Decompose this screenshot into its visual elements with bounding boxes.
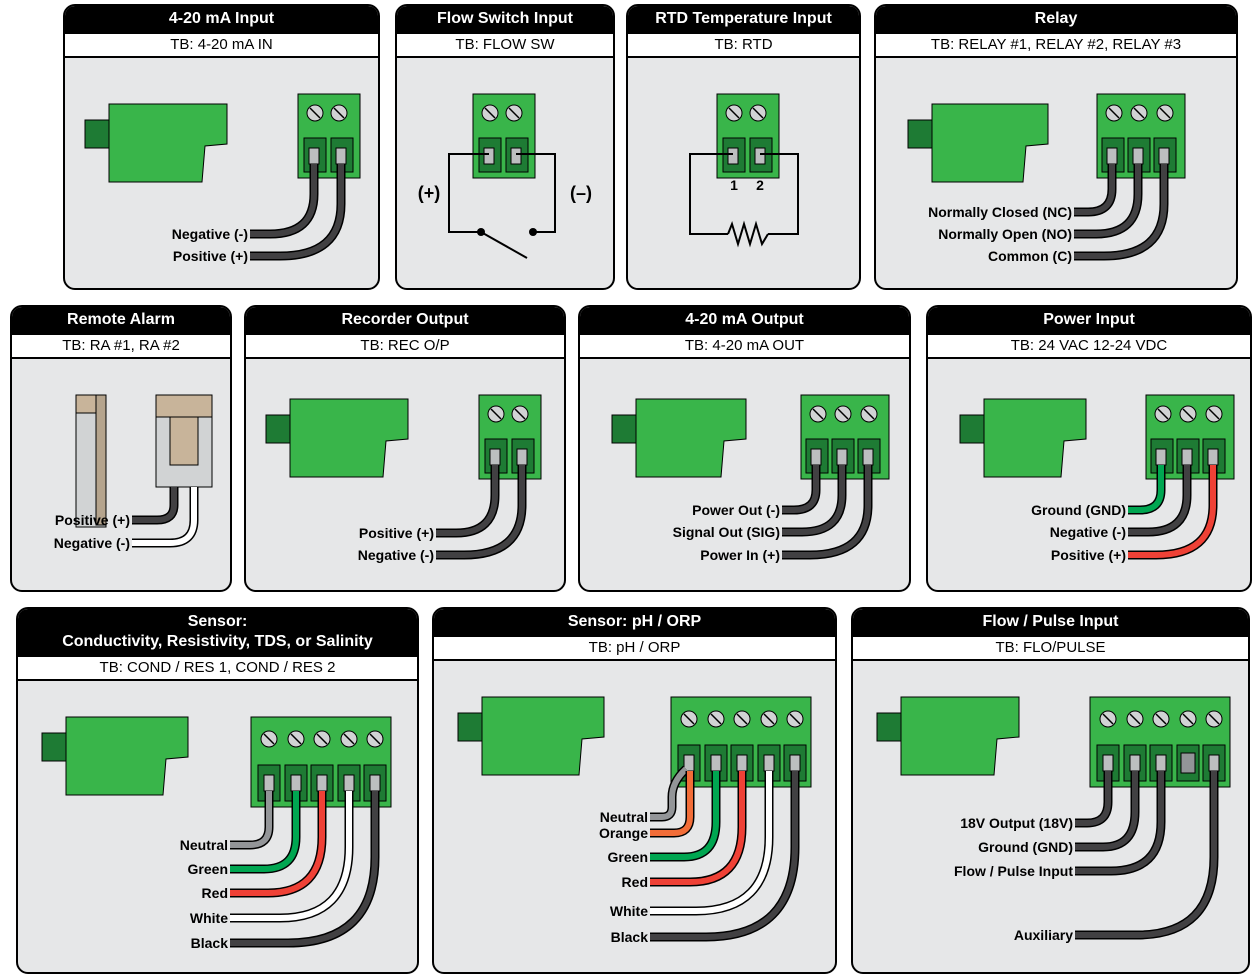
pin-2-label: 2	[756, 177, 764, 193]
wire-label: Auxiliary	[1014, 927, 1073, 943]
wire-label: Positive (+)	[55, 512, 130, 528]
panel-title: Sensor: Conductivity, Resistivity, TDS, …	[18, 609, 417, 657]
wire-label: Negative (-)	[172, 226, 248, 242]
panel-title: Recorder Output	[246, 307, 564, 335]
panel-4-20ma-output: 4-20 mA Output TB: 4-20 mA OUT Power Out…	[578, 305, 911, 592]
wire-label: Positive (+)	[173, 248, 248, 264]
panel-terminal-block: TB: 24 VAC 12-24 VDC	[928, 335, 1250, 359]
panel-terminal-block: TB: FLOW SW	[397, 34, 613, 58]
wiring-diagram: 18V Output (18V) Ground (GND) Flow / Pul…	[876, 696, 1231, 943]
wire-label: Green	[188, 861, 228, 877]
wiring-diagram: Positive (+) Negative (-)	[54, 394, 213, 551]
panel-terminal-block: TB: COND / RES 1, COND / RES 2	[18, 657, 417, 681]
wire-label: Power Out (-)	[692, 502, 780, 518]
panel-title: Remote Alarm	[12, 307, 230, 335]
wiring-diagram: Ground (GND) Negative (-) Positive (+)	[959, 394, 1235, 563]
wire-label: Normally Open (NO)	[938, 226, 1072, 242]
panel-rtd-temperature-input: RTD Temperature Input TB: RTD 1 2	[626, 4, 861, 290]
panel-title: 4-20 mA Output	[580, 307, 909, 335]
panel-power-input: Power Input TB: 24 VAC 12-24 VDC Ground …	[926, 305, 1252, 592]
wire-label: Flow / Pulse Input	[954, 863, 1073, 879]
panel-terminal-block: TB: 4-20 mA IN	[65, 34, 378, 58]
wire-label: Normally Closed (NC)	[928, 204, 1072, 220]
wire-label: Power In (+)	[700, 547, 780, 563]
wire-label: Negative (-)	[358, 547, 434, 563]
wire-label: 18V Output (18V)	[960, 815, 1073, 831]
wiring-diagram: Neutral Green Red White Black	[41, 716, 392, 951]
panel-sensor-ph-orp: Sensor: pH / ORP TB: pH / ORP Neutral	[432, 607, 837, 974]
pin-1-label: 1	[730, 177, 738, 193]
panel-terminal-block: TB: 4-20 mA OUT	[580, 335, 909, 359]
panel-terminal-block: TB: RA #1, RA #2	[12, 335, 230, 359]
wiring-diagram: 1 2	[689, 93, 799, 248]
terminal-block-connector	[297, 93, 361, 179]
panel-sensor-conductivity: Sensor: Conductivity, Resistivity, TDS, …	[16, 607, 419, 974]
wiring-diagram: Positive (+) Negative (-)	[265, 394, 542, 563]
panel-terminal-block: TB: FLO/PULSE	[853, 637, 1248, 661]
panel-relay: Relay TB: RELAY #1, RELAY #2, RELAY #3 N…	[874, 4, 1238, 290]
wire-label: Neutral	[600, 809, 648, 825]
minus-label: (–)	[570, 183, 592, 203]
wire-label: Red	[202, 885, 228, 901]
wiring-diagram: Power Out (-) Signal Out (SIG) Power In …	[611, 394, 890, 563]
panel-title: RTD Temperature Input	[628, 6, 859, 34]
wire-label: Green	[608, 849, 648, 865]
wire-label: Black	[611, 929, 649, 945]
wire-label: Red	[622, 874, 648, 890]
panel-title: Sensor: pH / ORP	[434, 609, 835, 637]
wire-label: Negative (-)	[1050, 524, 1126, 540]
wire-label: White	[190, 910, 228, 926]
wire-label: Common (C)	[988, 248, 1072, 264]
panel-4-20ma-input: 4-20 mA Input TB: 4-20 mA IN Negative (-…	[63, 4, 380, 290]
wire-label: Neutral	[180, 837, 228, 853]
panel-title: Flow / Pulse Input	[853, 609, 1248, 637]
panel-title: Power Input	[928, 307, 1250, 335]
panel-terminal-block: TB: RTD	[628, 34, 859, 58]
wire-label: Negative (-)	[54, 535, 130, 551]
wire-label: Orange	[599, 825, 648, 841]
panel-flow-pulse-input: Flow / Pulse Input TB: FLO/PULSE 18V Out…	[851, 607, 1250, 974]
plus-label: (+)	[418, 183, 441, 203]
panel-title: 4-20 mA Input	[65, 6, 378, 34]
wire-label: Black	[191, 935, 229, 951]
wiring-diagram: Neutral Orange Green Red White Black	[457, 696, 812, 945]
panel-title: Relay	[876, 6, 1236, 34]
wire-label: Positive (+)	[1051, 547, 1126, 563]
wire-label: Positive (+)	[359, 525, 434, 541]
wire-label: Ground (GND)	[978, 839, 1073, 855]
panel-flow-switch-input: Flow Switch Input TB: FLOW SW (+) (–)	[395, 4, 615, 290]
wire-label: White	[610, 903, 648, 919]
wiring-diagram: (+) (–)	[418, 93, 592, 259]
panel-title: Flow Switch Input	[397, 6, 613, 34]
wire-label: Ground (GND)	[1031, 502, 1126, 518]
wire-label: Signal Out (SIG)	[673, 524, 780, 540]
wiring-diagram: Normally Closed (NC) Normally Open (NO) …	[907, 93, 1186, 264]
panel-terminal-block: TB: RELAY #1, RELAY #2, RELAY #3	[876, 34, 1236, 58]
wiring-diagram: Negative (-) Positive (+)	[84, 93, 361, 264]
panel-terminal-block: TB: REC O/P	[246, 335, 564, 359]
panel-recorder-output: Recorder Output TB: REC O/P Positive (+)…	[244, 305, 566, 592]
panel-terminal-block: TB: pH / ORP	[434, 637, 835, 661]
panel-remote-alarm: Remote Alarm TB: RA #1, RA #2 Positive (…	[10, 305, 232, 592]
